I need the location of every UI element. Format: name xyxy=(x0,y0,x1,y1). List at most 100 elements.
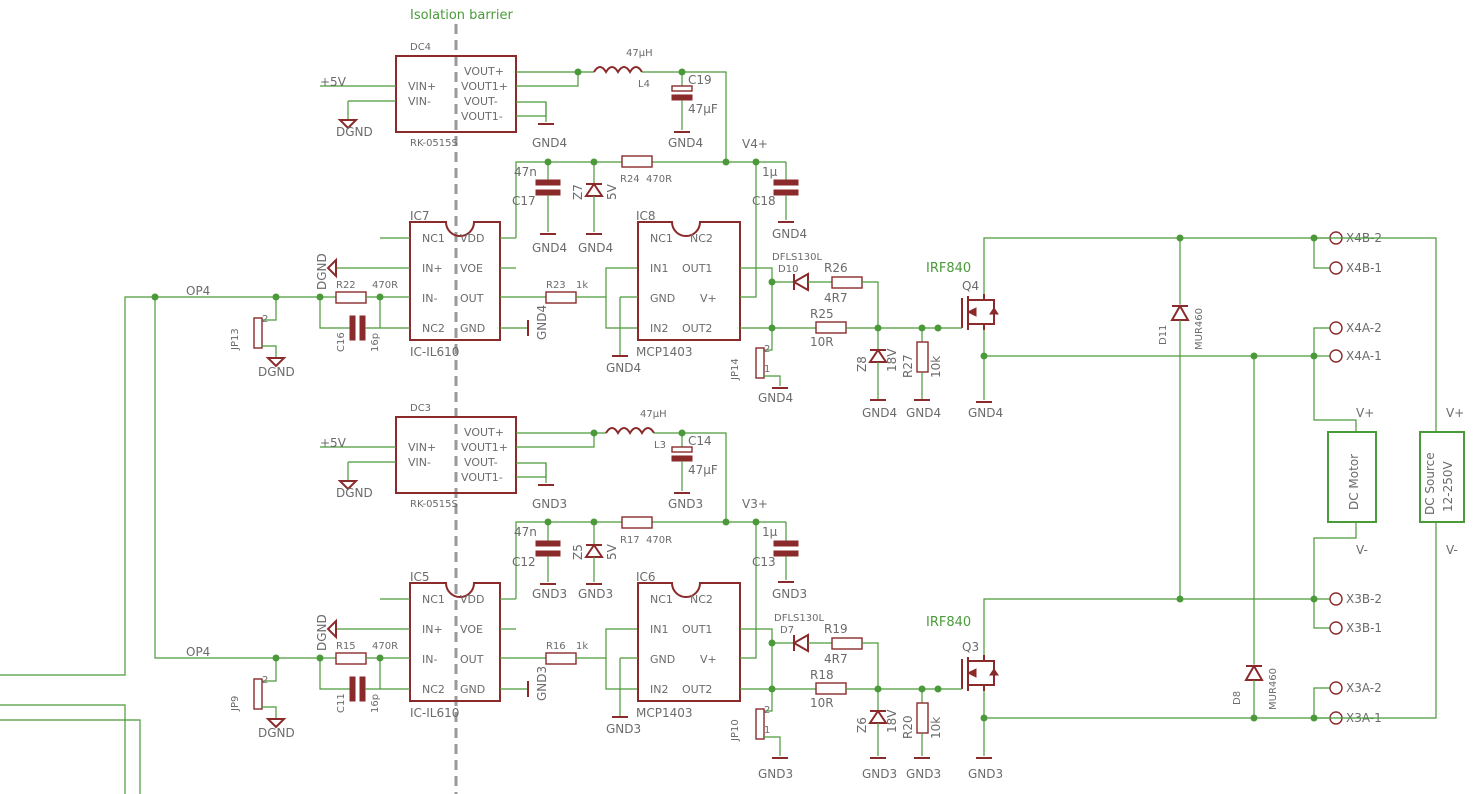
ic6-name: IC6 xyxy=(636,570,656,584)
c11-value: 16p xyxy=(370,694,381,713)
c13-name: C13 xyxy=(752,555,776,569)
ic7-pin-out: OUT xyxy=(460,292,484,305)
net-label-v4-plus: V4+ xyxy=(742,137,768,151)
jp13-pin-2: 2 xyxy=(262,314,268,325)
d11-name: D11 xyxy=(1158,325,1169,345)
mosfet-q4 xyxy=(938,294,999,330)
r24-name: R24 xyxy=(620,174,640,185)
z6-name: Z6 xyxy=(855,717,869,733)
r23-value: 1k xyxy=(576,280,588,291)
z8-value: 18V xyxy=(885,348,899,372)
r26-name: R26 xyxy=(824,261,848,275)
jp9-pin-2: 2 xyxy=(262,675,268,686)
ic5-pin-voe: VOE xyxy=(460,623,483,636)
mosfet-q3 xyxy=(938,655,999,691)
dc3-body xyxy=(395,416,517,494)
jp13-name: JP13 xyxy=(230,328,241,351)
ic7-pin-vdd: VDD xyxy=(460,232,484,245)
c14-name: C14 xyxy=(688,434,712,448)
x4b1-label: X4B-1 xyxy=(1346,261,1382,275)
resistor-r24 xyxy=(621,155,653,168)
c14-value: 47µF xyxy=(688,463,718,477)
d10-value: DFLS130L xyxy=(772,252,822,263)
d8-value: MUR460 xyxy=(1268,668,1279,710)
dgnd-label-ic5: DGND xyxy=(315,614,329,651)
gnd4-label-q4: GND4 xyxy=(968,406,1003,420)
dc4-name: DC4 xyxy=(410,42,431,53)
c17-value: 47n xyxy=(514,165,537,179)
gnd3-label-ic6: GND3 xyxy=(606,722,641,736)
x3a2-label: X3A-2 xyxy=(1346,681,1382,695)
ic6-pin-out1: OUT1 xyxy=(682,623,712,636)
connector-x3b1 xyxy=(1329,621,1343,635)
ic8-pin-in1: IN1 xyxy=(650,262,668,275)
jp10-pin-1: 1 xyxy=(764,725,770,736)
gnd4-label-z7: GND4 xyxy=(578,241,613,255)
l4-name: L4 xyxy=(638,79,650,90)
dc3-pin-vout-plus: VOUT+ xyxy=(464,426,504,439)
dgnd-label-jp9: DGND xyxy=(258,726,295,740)
ic7-isolator: IC7 IC-IL610 NC1 IN+ IN- NC2 VDD VOE OUT… xyxy=(409,209,501,359)
motor-vplus-label: V+ xyxy=(1356,406,1374,420)
isolation-barrier-label: Isolation barrier xyxy=(410,8,513,23)
gnd4-label-r27: GND4 xyxy=(906,406,941,420)
d8-name: D8 xyxy=(1232,691,1243,705)
net-label-op4-upper: OP4 xyxy=(186,284,210,298)
resistor-r25 xyxy=(815,321,847,334)
q3-name: Q3 xyxy=(962,640,979,654)
resistor-r26 xyxy=(831,276,863,289)
ic8-pin-nc1: NC1 xyxy=(650,232,673,245)
q3-value: IRF840 xyxy=(926,615,971,630)
ic5-pin-out: OUT xyxy=(460,653,484,666)
gnd4-label-jp14: GND4 xyxy=(758,391,793,405)
ic7-body xyxy=(409,221,501,341)
r20-value: 10k xyxy=(929,717,943,739)
d10-name: D10 xyxy=(778,264,798,275)
c11-name: C11 xyxy=(336,693,347,713)
ic5-pin-vdd: VDD xyxy=(460,593,484,606)
x4a1-label: X4A-1 xyxy=(1346,349,1382,363)
ic6-value: MCP1403 xyxy=(636,706,693,720)
d7-name: D7 xyxy=(780,625,794,636)
dc4-converter: DC4 RK-0515S VIN+ VIN- VOUT+ VOUT1+ VOUT… xyxy=(395,42,517,149)
ic6-pin-in2: IN2 xyxy=(650,683,668,696)
dc4-pin-vout1-plus: VOUT1+ xyxy=(461,80,508,93)
gnd3-label-dc3: GND3 xyxy=(532,497,567,511)
c18-name: C18 xyxy=(752,194,776,208)
gnd4-label-c19: GND4 xyxy=(668,136,703,150)
ic8-pin-vplus: V+ xyxy=(700,292,717,305)
connector-x3a2 xyxy=(1329,681,1343,695)
z6-value: 18V xyxy=(885,709,899,733)
gnd4-label-ic8: GND4 xyxy=(606,361,641,375)
resistor-r18 xyxy=(815,682,847,695)
ic5-pin-in-minus: IN- xyxy=(422,653,437,666)
ic6-pin-out2: OUT2 xyxy=(682,683,712,696)
ic7-pin-nc1: NC1 xyxy=(422,232,445,245)
dc4-pin-vout-minus: VOUT- xyxy=(464,95,498,108)
source-vminus-label: V- xyxy=(1446,543,1458,557)
ic7-pin-in-minus: IN- xyxy=(422,292,437,305)
ic7-name: IC7 xyxy=(410,209,430,223)
ic6-body xyxy=(637,582,741,702)
l3-name: L3 xyxy=(654,440,666,451)
resistor-r27 xyxy=(916,341,929,373)
dgnd-label-ic7: DGND xyxy=(315,253,329,290)
dgnd-label-jp13: DGND xyxy=(258,365,295,379)
net-label-v3-plus: V3+ xyxy=(742,497,768,511)
x4a2-label: X4A-2 xyxy=(1346,321,1382,335)
l4-value: 47µH xyxy=(626,48,653,59)
jp14-name: JP14 xyxy=(730,358,741,381)
dc4-pin-vin-minus: VIN- xyxy=(408,95,431,108)
ic8-pin-gnd: GND xyxy=(650,292,675,305)
c12-name: C12 xyxy=(512,555,536,569)
r22-value: 470R xyxy=(372,280,398,291)
c16-value: 16p xyxy=(370,333,381,352)
r26-value: 4R7 xyxy=(824,291,848,305)
resistor-r22 xyxy=(335,291,367,304)
r23-name: R23 xyxy=(546,280,566,291)
dc3-value: RK-0515S xyxy=(410,499,458,510)
ic8-pin-out2: OUT2 xyxy=(682,322,712,335)
upper-channel: DC4 RK-0515S VIN+ VIN- VOUT+ VOUT1+ VOUT… xyxy=(230,42,1314,420)
q4-name: Q4 xyxy=(962,279,979,293)
